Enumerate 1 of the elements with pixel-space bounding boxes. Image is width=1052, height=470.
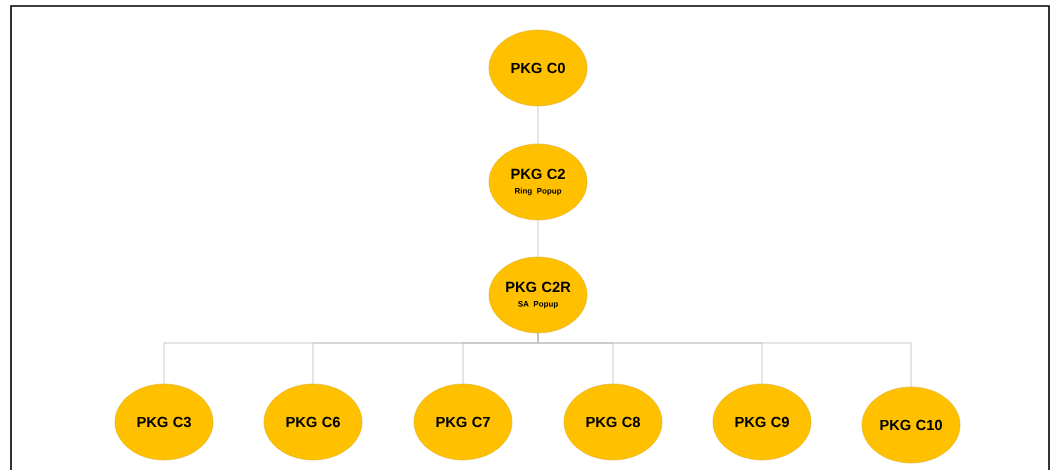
connector-line: [537, 332, 912, 388]
